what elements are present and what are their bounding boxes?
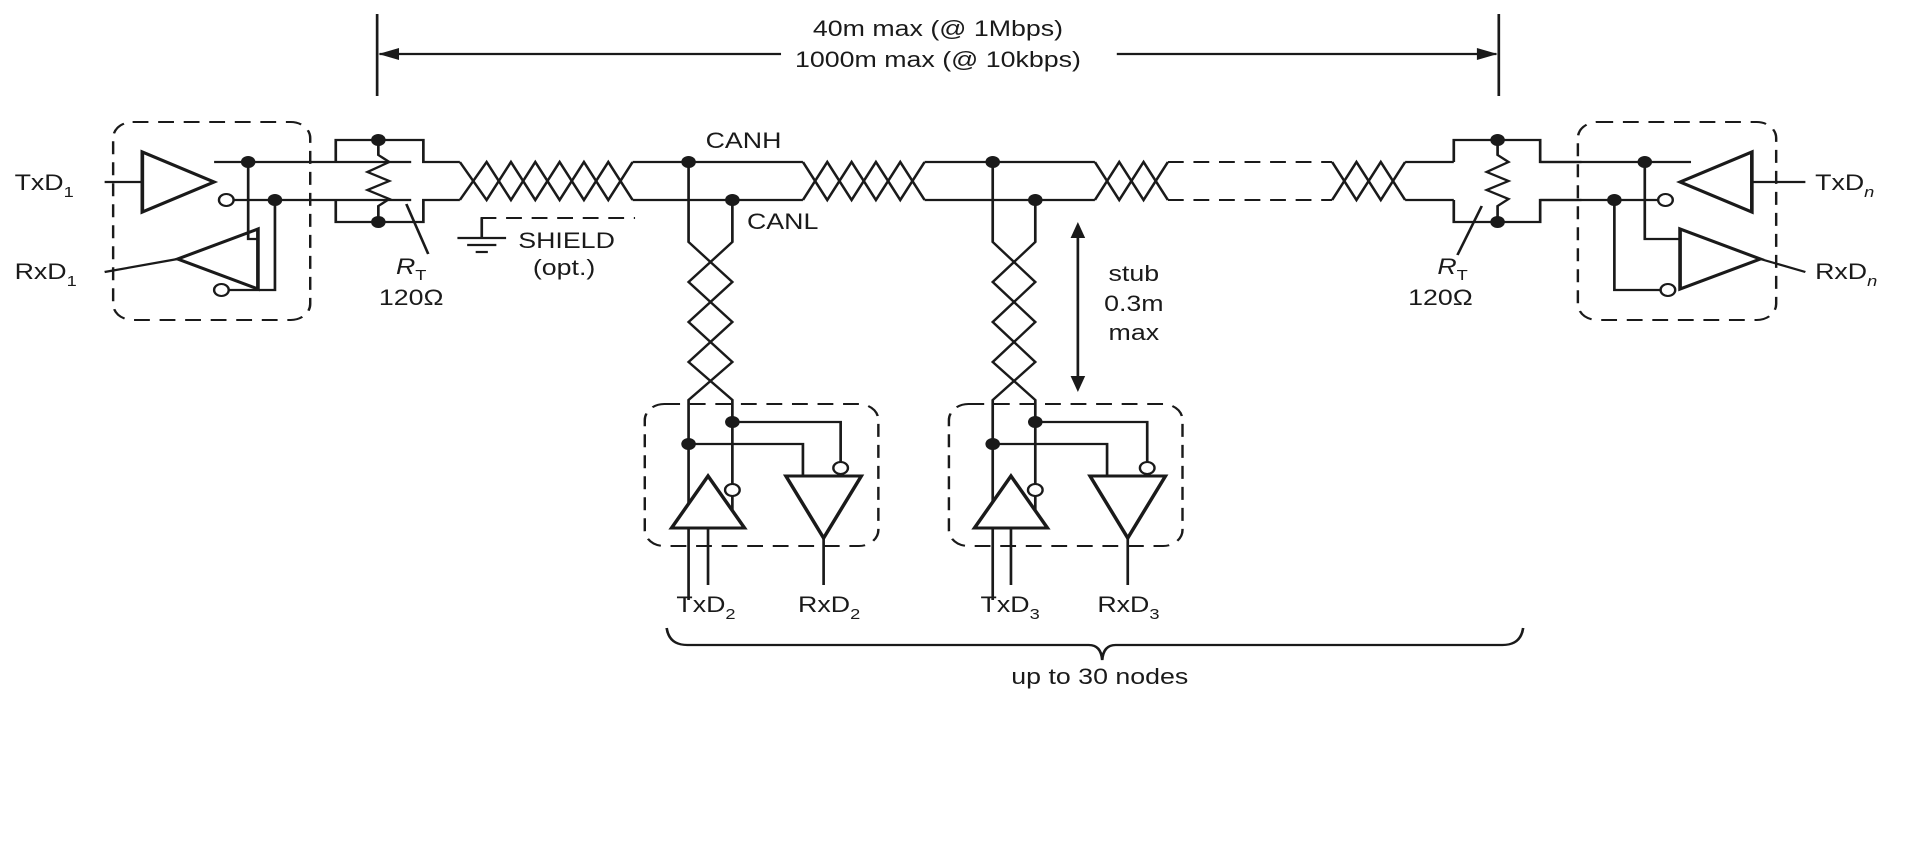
terminator-2-value: 120Ω bbox=[1408, 286, 1473, 310]
node-1-rx-canh-wire bbox=[246, 162, 258, 241]
terminator-2-leader bbox=[1456, 205, 1484, 256]
node-2-driver-invert-bubble bbox=[723, 483, 741, 497]
twisted-pair-segment bbox=[1093, 159, 1170, 203]
node-3-rxd-label: RxD3 bbox=[1097, 593, 1159, 622]
node-2-receiver-invert-bubble bbox=[832, 461, 850, 475]
node-1-receiver-icon bbox=[173, 226, 260, 292]
node-n-rx-canh-wire bbox=[1643, 162, 1681, 241]
junction-dot bbox=[267, 194, 283, 206]
node-n-rx-canl-wire bbox=[1613, 200, 1661, 292]
node-2-stub bbox=[681, 156, 740, 600]
node-2-transceiver: TxD2 RxD2 bbox=[643, 403, 880, 623]
shield-label: SHIELD bbox=[518, 229, 615, 253]
arrow-right-icon bbox=[1476, 48, 1498, 60]
terminator-2-symbol: RT bbox=[1437, 255, 1467, 283]
node-3-boundary bbox=[947, 403, 1184, 547]
node-1-receiver-invert-bubble bbox=[212, 283, 230, 297]
stub-canl-wire bbox=[990, 200, 1038, 510]
bus-length-dimension: 40m max (@ 1Mbps) 1000m max (@ 10kbps) bbox=[375, 14, 1501, 96]
twisted-pair-segment bbox=[458, 159, 634, 203]
node-3-transceiver: TxD3 RxD3 bbox=[947, 403, 1184, 623]
node-2-txd-label: TxD2 bbox=[676, 593, 735, 622]
stub-canh-wire bbox=[686, 162, 735, 600]
node-2-boundary bbox=[643, 403, 880, 547]
terminator-1-bottom-wire bbox=[334, 198, 460, 224]
arrow-down-icon bbox=[1070, 376, 1086, 392]
junction-dot bbox=[240, 156, 256, 168]
node-n-boundary bbox=[1576, 121, 1778, 321]
terminator-2: RT 120Ω bbox=[1408, 134, 1582, 310]
terminator-2-top-wire bbox=[1452, 138, 1582, 164]
junction-dot bbox=[1490, 134, 1505, 146]
terminator-2-bottom-wire bbox=[1452, 198, 1582, 224]
node-n-receiver-invert-bubble bbox=[1659, 283, 1677, 297]
junction-dot bbox=[371, 216, 386, 228]
node-n-rxd-label: RxDn bbox=[1815, 260, 1877, 289]
node-3-rx-canh-wire bbox=[992, 442, 1109, 476]
bus-length-line1: 40m max (@ 1Mbps) bbox=[813, 17, 1063, 41]
node-2-rx-canl-wire bbox=[732, 420, 842, 464]
arrow-left-icon bbox=[378, 48, 400, 60]
terminator-1: RT 120Ω bbox=[334, 134, 460, 310]
node-3-rx-canl-wire bbox=[1035, 420, 1149, 464]
bus-cable: CANH CANL bbox=[458, 129, 1454, 234]
canl-label: CANL bbox=[747, 210, 818, 234]
node-3-stub bbox=[985, 156, 1043, 600]
twisted-pair-segment bbox=[1330, 159, 1407, 203]
node-n-txd-label: TxDn bbox=[1815, 171, 1874, 200]
stub-label-line2: 0.3m bbox=[1104, 292, 1163, 316]
terminator-1-leader bbox=[405, 203, 430, 255]
resistor-icon bbox=[364, 140, 393, 222]
node-1-rxd-line bbox=[104, 257, 178, 274]
twisted-pair-segment bbox=[801, 159, 926, 203]
canh-label: CANH bbox=[706, 129, 782, 153]
stub-label-line3: max bbox=[1109, 321, 1160, 345]
junction-dot bbox=[371, 134, 386, 146]
junction-dot bbox=[1607, 194, 1622, 206]
terminator-1-symbol: RT bbox=[396, 255, 426, 283]
arrow-up-icon bbox=[1070, 222, 1086, 238]
terminator-1-value: 120Ω bbox=[379, 286, 444, 310]
node-2-receiver-icon bbox=[782, 474, 865, 542]
terminator-1-top-wire bbox=[334, 138, 460, 164]
node-1-boundary bbox=[111, 121, 312, 321]
node-n-transceiver: TxDn RxDn bbox=[1540, 121, 1877, 321]
junction-dot bbox=[1490, 216, 1505, 228]
shield-note: (opt.) bbox=[533, 256, 595, 280]
junction-dot bbox=[1637, 156, 1653, 168]
stub-canl-wire bbox=[686, 200, 735, 510]
node-n-rxd-line bbox=[1759, 257, 1806, 274]
node-n-receiver-icon bbox=[1678, 226, 1765, 292]
node-2-rxd-label: RxD2 bbox=[798, 593, 860, 622]
stub-canh-wire bbox=[990, 162, 1038, 600]
brace-icon bbox=[665, 627, 1525, 661]
node-1-txd-label: TxD1 bbox=[15, 171, 74, 200]
node-3-txd-label: TxD3 bbox=[981, 593, 1040, 622]
stub-length-annotation: stub 0.3m max bbox=[1070, 222, 1164, 392]
node-1-driver-icon bbox=[140, 149, 219, 215]
node-2-rx-canh-wire bbox=[688, 442, 805, 476]
node-3-driver-invert-bubble bbox=[1026, 483, 1044, 497]
stub-label-line1: stub bbox=[1109, 262, 1160, 286]
node-3-receiver-icon bbox=[1087, 474, 1169, 542]
node-1-driver-invert-bubble bbox=[217, 193, 235, 207]
shield: SHIELD (opt.) bbox=[457, 217, 636, 280]
resistor-icon bbox=[1483, 140, 1512, 222]
junction-dot bbox=[725, 416, 740, 428]
node-1-transceiver: TxD1 RxD1 bbox=[15, 121, 412, 321]
node-n-driver-invert-bubble bbox=[1656, 193, 1674, 207]
node-count-brace: up to 30 nodes bbox=[665, 627, 1525, 689]
bus-length-line2: 1000m max (@ 10kbps) bbox=[795, 48, 1081, 72]
node-3-receiver-invert-bubble bbox=[1138, 461, 1156, 475]
node-1-rx-canl-wire bbox=[228, 200, 277, 292]
node-count-label: up to 30 nodes bbox=[1011, 665, 1188, 689]
node-1-rxd-label: RxD1 bbox=[15, 260, 77, 289]
